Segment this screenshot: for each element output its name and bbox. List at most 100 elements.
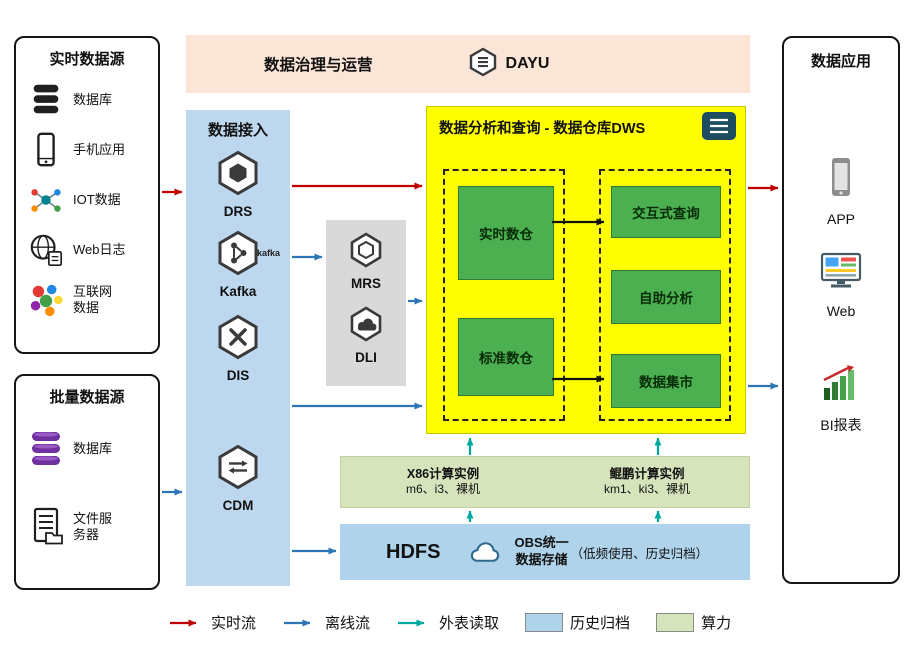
dws-self-analysis: 自助分析 (611, 270, 721, 324)
source-item: Web日志 (26, 231, 154, 269)
legend-label: 算力 (701, 615, 732, 632)
dws-data-mart: 数据集市 (611, 354, 721, 408)
service-kafka: Kafka (186, 230, 290, 299)
realtime-sources-list: 数据库 手机应用 IOT数据 Web日志 (16, 69, 158, 319)
batch-sources-list: 数据库 文件服务器 (16, 407, 158, 547)
legend-label: 实时流 (211, 615, 257, 632)
dayu-brand-label: DAYU (505, 55, 550, 72)
governance-bar: 数据治理与运营 DAYU (186, 35, 750, 93)
source-item: 手机应用 (26, 131, 154, 169)
service-drs: DRS (186, 150, 290, 219)
service-label: Kafka (219, 284, 257, 299)
dayu-brand: DAYU (468, 47, 550, 82)
obs-title: OBS统一 数据存储 (514, 535, 568, 569)
web-log-icon (26, 231, 66, 269)
legend: 实时流 离线流 外表读取 历史归档 算力 (168, 612, 731, 633)
applications-panel: 数据应用 APP Web BI报表 (782, 36, 900, 584)
kunpeng-compute-title: 鲲鹏计算实例 (609, 467, 685, 482)
service-mrs: MRS (326, 232, 406, 291)
legend-label: 历史归档 (570, 615, 631, 632)
service-cdm: CDM (186, 444, 290, 513)
source-item-label: 文件服务器 (73, 511, 113, 542)
source-item-label: 数据库 (73, 441, 113, 457)
dws-title: 数据分析和查询 - 数据仓库DWS (439, 121, 646, 137)
legend-archive: 历史归档 (525, 612, 630, 633)
source-item: 数据库 (26, 429, 154, 469)
x86-compute-block: X86计算实例 m6、i3、裸机 (341, 457, 545, 507)
source-item-label: 手机应用 (73, 142, 126, 158)
batch-sources-panel: 批量数据源 数据库 文件服务器 (14, 374, 160, 590)
archive-swatch (525, 613, 564, 632)
source-item: 互联网数据 (26, 281, 154, 319)
service-label: CDM (222, 498, 254, 513)
realtime-sources-title: 实时数据源 (49, 51, 125, 68)
drs-icon (215, 150, 261, 201)
dws-interactive-query: 交互式查询 (611, 186, 721, 238)
kunpeng-compute-models: km1、ki3、裸机 (603, 482, 690, 497)
source-item: 文件服务器 (26, 507, 154, 547)
x86-compute-models: m6、i3、裸机 (405, 482, 480, 497)
database-icon (26, 81, 66, 119)
service-dli: DLI (326, 306, 406, 365)
app-phone-icon (821, 156, 861, 205)
app-item-label: APP (826, 211, 855, 227)
applications-title: 数据应用 (810, 53, 871, 70)
dws-realtime-warehouse: 实时数仓 (458, 186, 554, 280)
dayu-logo-icon (468, 47, 498, 82)
ingestion-title: 数据接入 (207, 122, 268, 139)
source-item-label: 互联网数据 (73, 284, 113, 315)
legend-realtime-flow: 实时流 (168, 612, 256, 633)
app-item-web: Web (784, 250, 898, 319)
storage-note: （低频使用、历史归档） (570, 546, 709, 561)
storage-bar: HDFS OBS统一 数据存储 （低频使用、历史归档） (340, 524, 750, 580)
compute-instances-bar: X86计算实例 m6、i3、裸机 鲲鹏计算实例 km1、ki3、裸机 (340, 456, 750, 508)
cdm-icon (215, 444, 261, 495)
file-server-icon (26, 507, 66, 547)
source-item: IOT数据 (26, 181, 154, 219)
service-label: DRS (223, 204, 253, 219)
dis-icon (215, 314, 261, 365)
legend-external-read: 外表读取 (396, 612, 499, 633)
app-item-label: BI报表 (820, 417, 862, 433)
iot-icon (26, 181, 66, 219)
legend-compute: 算力 (656, 612, 731, 633)
offline-arrow-icon (284, 619, 311, 626)
app-item-app: APP (784, 156, 898, 227)
source-item-label: Web日志 (73, 242, 126, 258)
app-item-label: Web (826, 303, 856, 319)
x86-compute-title: X86计算实例 (406, 467, 480, 482)
purple-database-icon (26, 429, 66, 469)
obs-cloud-icon (464, 537, 506, 567)
app-item-bi: BI报表 (784, 364, 898, 435)
ingestion-panel: 数据接入 DRS Kafka kafka DIS CDM (186, 110, 290, 586)
service-dis: DIS (186, 314, 290, 383)
mobile-app-icon (26, 131, 66, 169)
source-item-label: IOT数据 (73, 192, 121, 208)
kunpeng-compute-block: 鲲鹏计算实例 km1、ki3、裸机 (545, 457, 749, 507)
processing-panel: MRS DLI (326, 220, 406, 386)
source-item: 数据库 (26, 81, 154, 119)
obs-title-line2: 数据存储 (515, 552, 568, 567)
realtime-arrow-icon (170, 619, 197, 626)
legend-offline-flow: 离线流 (282, 612, 370, 633)
external-arrow-icon (398, 619, 425, 626)
mrs-icon (348, 232, 384, 273)
realtime-sources-panel: 实时数据源 数据库 手机应用 IOT数据 (14, 36, 160, 354)
service-label: MRS (351, 276, 381, 291)
compute-swatch (656, 613, 695, 632)
dws-standard-warehouse: 标准数仓 (458, 318, 554, 396)
service-label: DIS (226, 368, 250, 383)
bi-report-icon (818, 364, 864, 409)
obs-title-line1: OBS统一 (514, 535, 569, 551)
dws-analysis-group: 交互式查询 自助分析 数据集市 (599, 169, 731, 421)
governance-title: 数据治理与运营 (264, 57, 373, 74)
dws-warehouse-group: 实时数仓 标准数仓 (443, 169, 565, 421)
dws-doc-icon (701, 111, 737, 146)
web-monitor-icon (818, 250, 864, 297)
kafka-icon (215, 230, 261, 281)
source-item-label: 数据库 (73, 92, 113, 108)
hdfs-label: HDFS (386, 540, 441, 563)
legend-label: 离线流 (325, 615, 371, 632)
batch-sources-title: 批量数据源 (49, 389, 125, 406)
